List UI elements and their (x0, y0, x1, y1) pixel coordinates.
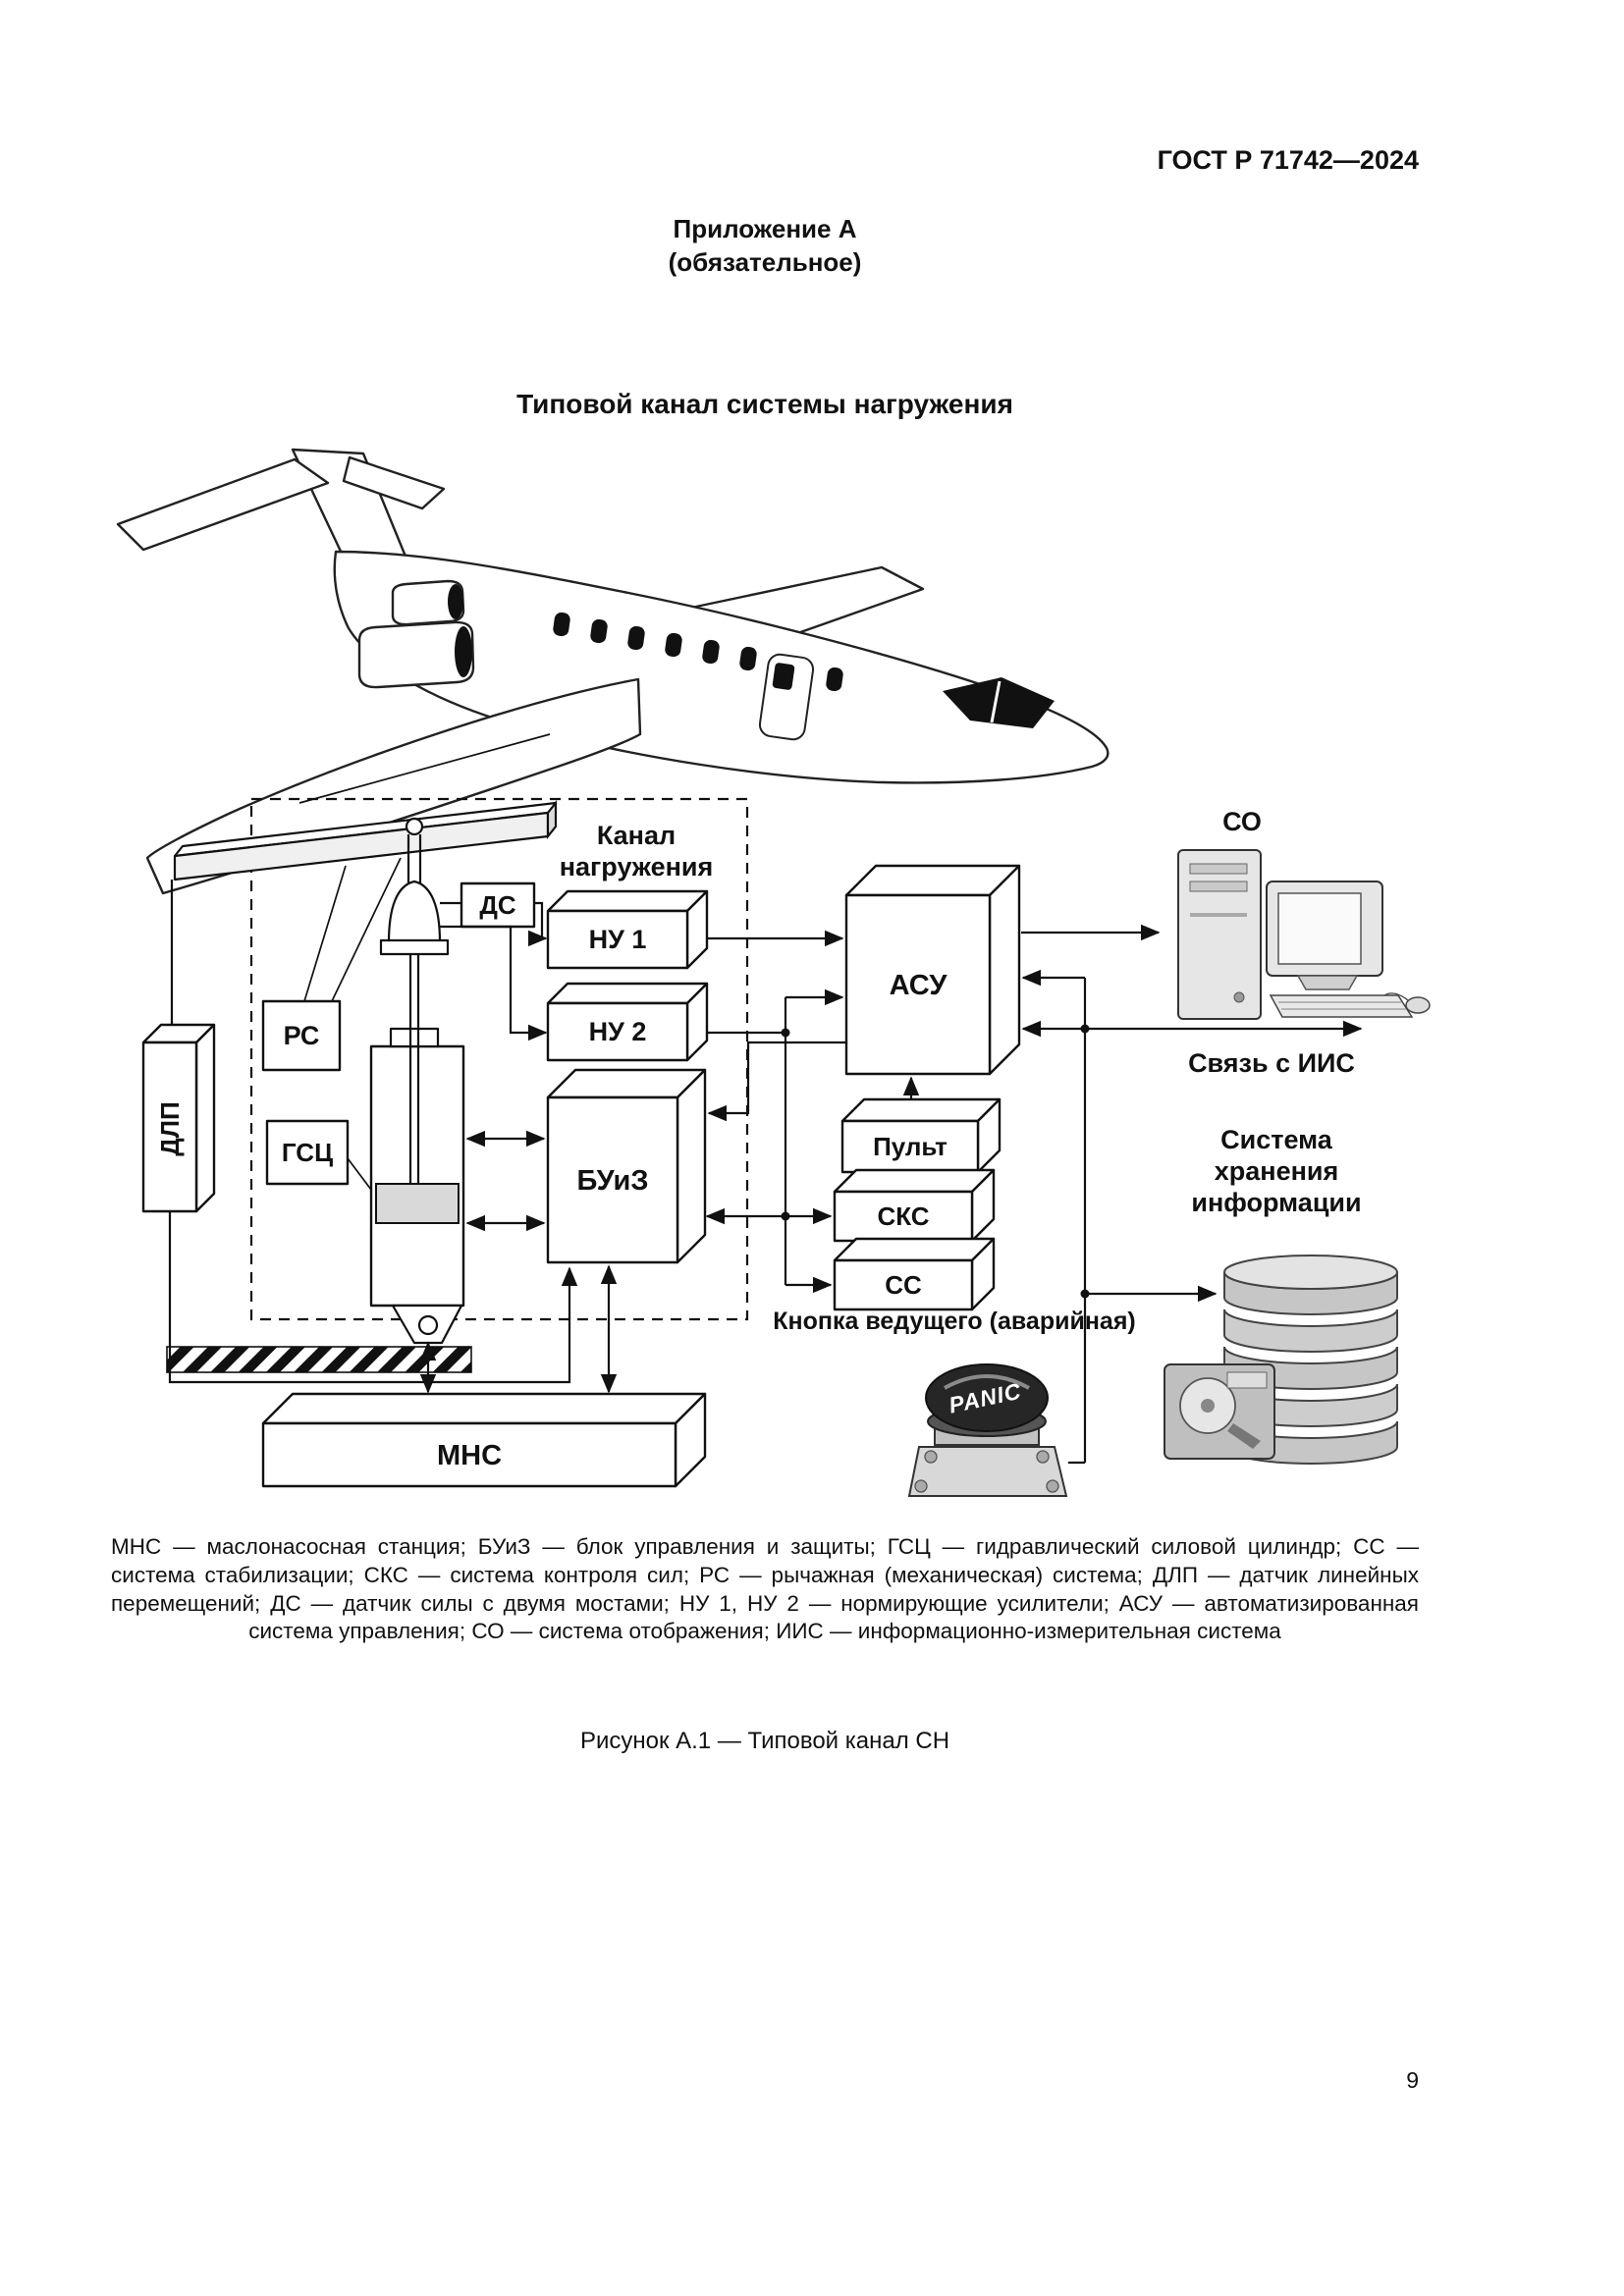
appendix-title: Приложение А (673, 214, 857, 243)
junction-dot (781, 1211, 790, 1221)
panic-button-illustration: Кнопка ведущего (аварийная) PANIC (773, 1308, 1136, 1497)
panic-caption: Кнопка ведущего (аварийная) (773, 1308, 1136, 1335)
box-dlp-label: ДЛП (155, 1101, 185, 1155)
bell-flange (379, 938, 450, 956)
storage-label-1: Система (1220, 1125, 1333, 1154)
box-mns: МНС (261, 1392, 707, 1488)
airplane-cockpit (943, 677, 1055, 728)
junction-dot (1080, 1024, 1090, 1034)
computer-keyboard (1269, 994, 1414, 1018)
airplane-door (758, 653, 815, 741)
upper-rod (406, 834, 422, 883)
leader-rs-beam-1 (303, 865, 347, 1002)
box-sks-label: СКС (877, 1201, 929, 1231)
cylinder-gland (389, 1027, 440, 1048)
computer-illustration: СО (1177, 807, 1431, 1020)
box-dlp: ДЛП (141, 1023, 216, 1213)
doc-header: ГОСТ Р 71742—2024 (1157, 145, 1419, 175)
airplane-windows (553, 612, 843, 692)
box-pult-label: Пульт (873, 1132, 947, 1161)
box-nu2: НУ 2 (546, 982, 709, 1062)
figure-title: Типовой канал системы нагружения (516, 389, 1013, 419)
box-nu2-label: НУ 2 (589, 1017, 647, 1046)
connectors (168, 857, 1363, 1465)
connector-dlp-buiz (168, 1211, 578, 1384)
connector-ds-nu1 (527, 901, 548, 947)
leader-gsc-cylinder (347, 1157, 372, 1191)
connector-bell-nu2 (440, 925, 548, 1041)
connector-asu-buiz (707, 1041, 846, 1122)
airplane-stabilizer-right (342, 455, 446, 510)
figure-caption: Рисунок А.1 — Типовой канал СН (579, 1728, 950, 1754)
box-gsc: ГСЦ (265, 1119, 350, 1186)
computer-mouse (1405, 996, 1431, 1014)
box-ss: СС (833, 1237, 996, 1311)
storage-label-3: информации (1191, 1188, 1361, 1217)
junction-dot (1080, 1289, 1090, 1299)
airplane-engines (357, 579, 475, 689)
box-rs-label: РС (284, 1021, 320, 1050)
monitor-stand (1296, 975, 1359, 990)
airplane-stabilizer-left (116, 457, 330, 552)
so-label: СО (1222, 807, 1262, 836)
pivot-joint (405, 817, 424, 836)
storage-label-2: хранения (1215, 1156, 1339, 1186)
page-number: 9 (1406, 2067, 1419, 2093)
box-nu1-label: НУ 1 (589, 925, 647, 954)
box-pult: Пульт (840, 1097, 1001, 1174)
appendix-subtitle: (обязательное) (668, 247, 862, 277)
piston-rod (408, 954, 420, 1184)
box-ss-label: СС (885, 1270, 922, 1300)
box-nu1: НУ 1 (546, 889, 709, 970)
leader-rs-beam-2 (331, 857, 402, 1002)
box-gsc-label: ГСЦ (282, 1138, 333, 1167)
box-ds-label: ДС (479, 890, 516, 920)
ball-joint (417, 1314, 439, 1336)
iis-link-label: Связь с ИИС (1188, 1048, 1355, 1078)
computer-tower (1177, 849, 1262, 1020)
ground-hatch (166, 1346, 472, 1373)
piston (375, 1183, 460, 1224)
box-asu-label: АСУ (890, 970, 948, 1001)
junction-dot (781, 1028, 790, 1038)
force-sensor-bell (387, 880, 442, 944)
box-mns-label: МНС (437, 1440, 502, 1471)
box-buiz-label: БУиЗ (576, 1165, 648, 1197)
panic-base-plate (907, 1446, 1068, 1497)
figure-legend: МНС — маслонасосная станция; БУиЗ — блок… (111, 1534, 1419, 1644)
box-buiz: БУиЗ (546, 1068, 707, 1264)
channel-label-line2: нагружения (560, 852, 714, 881)
channel-label-line1: Канал (597, 821, 676, 850)
box-sks: СКС (833, 1168, 996, 1243)
box-ds: ДС (460, 881, 536, 929)
disk-stack-top (1223, 1255, 1398, 1290)
airplane-flap-line (298, 733, 551, 804)
storage-illustration (1164, 1255, 1398, 1465)
box-asu: АСУ (844, 864, 1021, 1076)
lever-beam-end (546, 799, 558, 840)
box-rs: РС (261, 999, 342, 1072)
loading-rig (173, 799, 558, 1345)
